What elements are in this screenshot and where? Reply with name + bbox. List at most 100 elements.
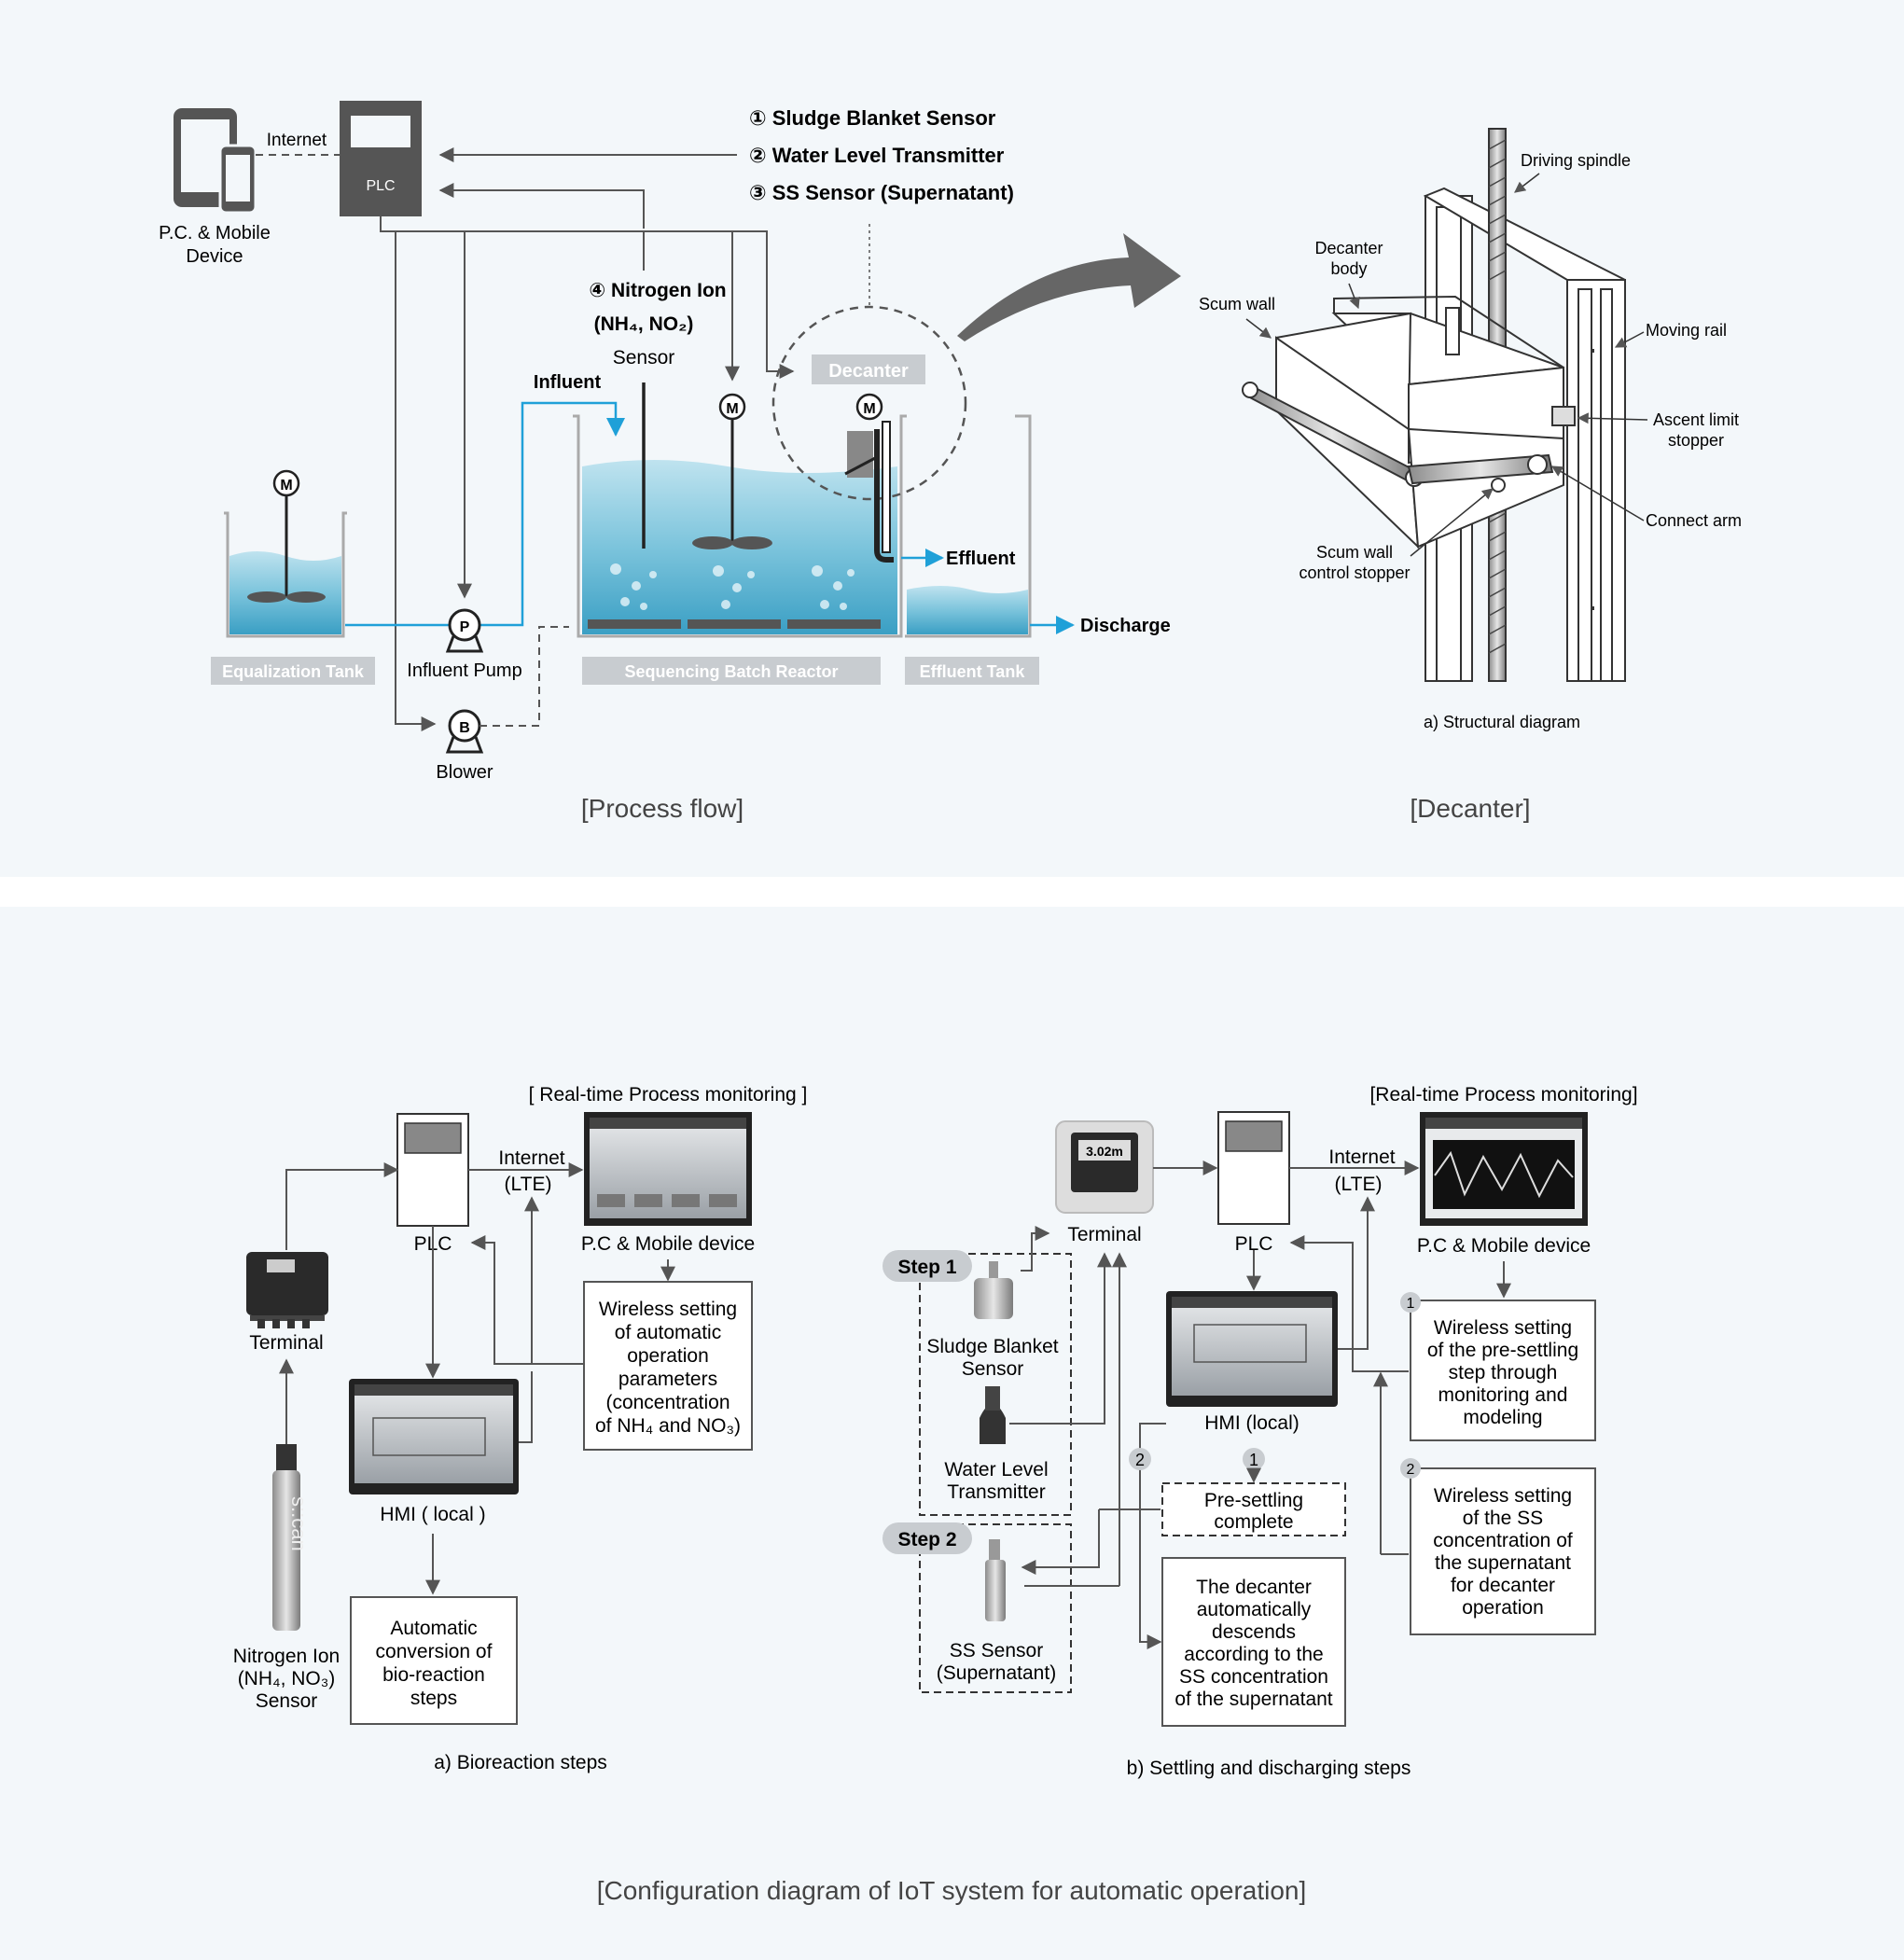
driving-spindle-label: Driving spindle [1521,151,1631,170]
svg-text:of the SS: of the SS [1463,1508,1543,1529]
sbr-label: Sequencing Batch Reactor [624,662,838,681]
svg-text:the supernatant: the supernatant [1435,1552,1571,1574]
svg-text:of NH₄ and NO₃): of NH₄ and NO₃) [595,1415,741,1437]
nitrogen-ion-sensor-probe: s::can [272,1444,311,1631]
settling-hmi-screen [1166,1291,1338,1407]
blower-label: Blower [436,762,493,783]
settling-diagram: [Real-time Process monitoring] 3.02m Ter… [883,1084,1638,1779]
svg-text:according to the: according to the [1184,1644,1323,1665]
bioreaction-caption: a) Bioreaction steps [434,1752,607,1773]
mixer-motor-icon: M [280,478,292,493]
settling-monitoring-title: [Real-time Process monitoring] [1369,1084,1637,1105]
step2-dashed-box [919,1523,1072,1693]
svg-text:2: 2 [1407,1462,1415,1478]
svg-text:Pre-settling: Pre-settling [1204,1490,1303,1511]
bio-hmi-screen [349,1379,519,1494]
bio-nitrogen-word: Sensor [256,1690,318,1712]
connect-arm-label: Connect arm [1646,511,1742,530]
settling-lte-label: (LTE) [1335,1174,1383,1195]
decanter-highlight-circle [771,305,967,501]
ss-sensor-label: SS Sensor [950,1640,1043,1661]
sensor-1-label: ① Sludge Blanket Sensor [749,106,996,130]
sludge-sensor-label-2: Sensor [962,1358,1024,1380]
sludge-sensor-label: Sludge Blanket [926,1336,1058,1357]
scum-wall-label: Scum wall [1199,295,1275,313]
settling-terminal-device: 3.02m [1055,1120,1154,1214]
svg-text:modeling: modeling [1463,1407,1542,1428]
wireless-presettling-box: 1 Wireless setting of the pre-settling s… [1400,1292,1596,1441]
svg-text:B: B [459,720,470,736]
step-number-2-marker: 2 [1135,1451,1145,1469]
zoom-arrow-icon [957,233,1181,341]
bio-plc-unit [396,1113,469,1227]
settling-monitoring-screen [1420,1112,1588,1226]
svg-text:of automatic: of automatic [615,1322,721,1343]
step1-label: Step 1 [897,1257,956,1278]
effluent-tank-tag [905,657,1039,685]
settling-plc-unit [1217,1111,1290,1225]
ss-sensor-icon [985,1539,1006,1621]
bio-nitrogen-label: Nitrogen Ion [233,1646,340,1667]
presettling-complete-box: Pre-settling complete [1161,1482,1346,1536]
process-flow-diagram: P.C. & Mobile Device Internet PLC ① Slud… [159,101,1181,823]
sbr-tag [582,657,881,685]
plc-unit: PLC [340,101,422,216]
svg-text:Wireless setting: Wireless setting [1434,1485,1572,1507]
pc-mobile-label: P.C. & Mobile [159,223,271,243]
bio-terminal-label: Terminal [249,1332,323,1354]
ascent-limit-label: Ascent limit [1653,410,1739,429]
svg-text:Wireless setting: Wireless setting [599,1299,737,1320]
svg-text:P: P [460,619,470,635]
svg-text:conversion of: conversion of [376,1641,493,1662]
settling-pc-mobile-label: P.C & Mobile device [1417,1235,1591,1257]
settling-caption: b) Settling and discharging steps [1127,1758,1411,1779]
svg-text:Automatic: Automatic [390,1618,477,1639]
svg-text:The decanter: The decanter [1196,1577,1312,1598]
decanter-descends-box: The decanter automatically descends acco… [1161,1557,1346,1727]
sensor-3-label: ③ SS Sensor (Supernatant) [749,181,1014,204]
settling-plc-label: PLC [1235,1233,1273,1255]
svg-text:of the supernatant: of the supernatant [1174,1689,1332,1710]
svg-text:operation: operation [1462,1597,1544,1619]
discharge-label: Discharge [1080,616,1171,636]
pc-mobile-device-icon [174,108,257,215]
decanter-mechanism: M [844,393,894,563]
svg-text:descends: descends [1212,1621,1296,1643]
scum-stopper-label-2: control stopper [1299,563,1410,582]
equalization-tank: M [224,469,347,638]
plc-label: PLC [366,178,395,194]
terminal-display-value: 3.02m [1086,1144,1123,1159]
svg-text:complete: complete [1214,1511,1293,1533]
svg-text:monitoring and: monitoring and [1438,1384,1568,1406]
settling-internet-label: Internet [1328,1147,1395,1168]
effluent-label: Effluent [946,549,1016,569]
step1-badge [883,1250,972,1282]
influent-label: Influent [534,372,602,393]
svg-text:operation: operation [627,1345,709,1367]
bio-monitoring-screen [584,1112,752,1226]
decanter-tag [812,354,925,384]
nitrogen-sensor-label: ④ Nitrogen Ion [589,280,726,301]
bio-internet-label: Internet [498,1147,564,1169]
decanter-body-label: Decanter [1314,239,1383,257]
equalization-tank-label: Equalization Tank [222,662,365,681]
svg-text:Wireless setting: Wireless setting [1434,1317,1572,1339]
internet-label: Internet [267,131,327,150]
wireless-ss-box: 2 Wireless setting of the SS concentrati… [1400,1458,1596,1635]
influent-pump-icon: P [445,608,484,653]
bio-nitrogen-formula: (NH₄, NO₃) [238,1668,336,1689]
bioreaction-diagram: [ Real-time Process monitoring ] PLC Int… [233,1084,808,1773]
nitrogen-sensor-formula: (NH₄, NO₂) [594,313,694,335]
ss-sensor-label-2: (Supernatant) [937,1662,1056,1684]
sbr-motor-icon: M [726,401,738,417]
nitrogen-sensor-word: Sensor [613,347,675,368]
decanter-body-label-2: body [1330,259,1367,278]
structural-diagram-caption: a) Structural diagram [1424,713,1580,731]
svg-text:parameters: parameters [618,1369,717,1390]
water-level-label: Water Level [944,1459,1048,1480]
step2-label: Step 2 [897,1529,956,1550]
decanter-caption: [Decanter] [1410,794,1530,823]
bio-lte-label: (LTE) [505,1174,552,1195]
svg-text:step through: step through [1449,1362,1558,1383]
svg-text:automatically: automatically [1197,1599,1312,1620]
